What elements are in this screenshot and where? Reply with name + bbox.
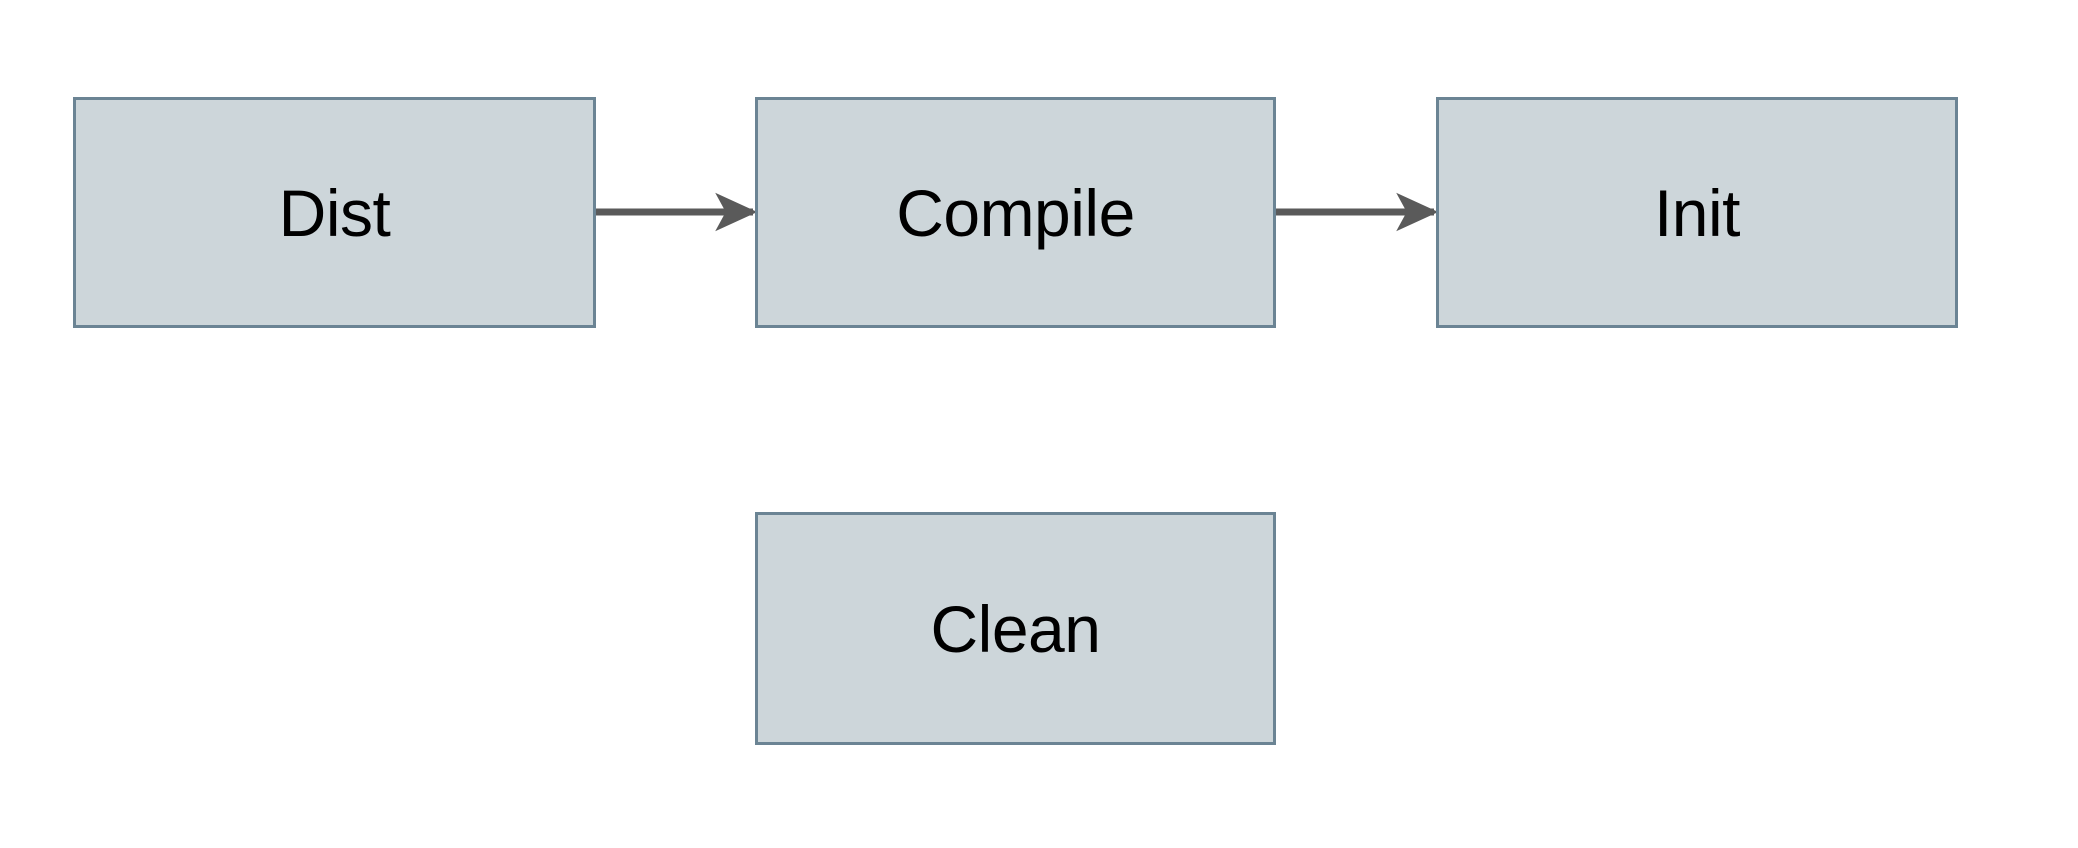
node-clean[interactable]: Clean: [755, 512, 1276, 745]
node-init[interactable]: Init: [1436, 97, 1958, 328]
node-compile-label: Compile: [896, 175, 1135, 250]
node-init-label: Init: [1653, 175, 1741, 250]
node-clean-label: Clean: [930, 591, 1101, 666]
node-dist[interactable]: Dist: [73, 97, 596, 328]
node-dist-label: Dist: [278, 175, 391, 250]
node-compile[interactable]: Compile: [755, 97, 1276, 328]
